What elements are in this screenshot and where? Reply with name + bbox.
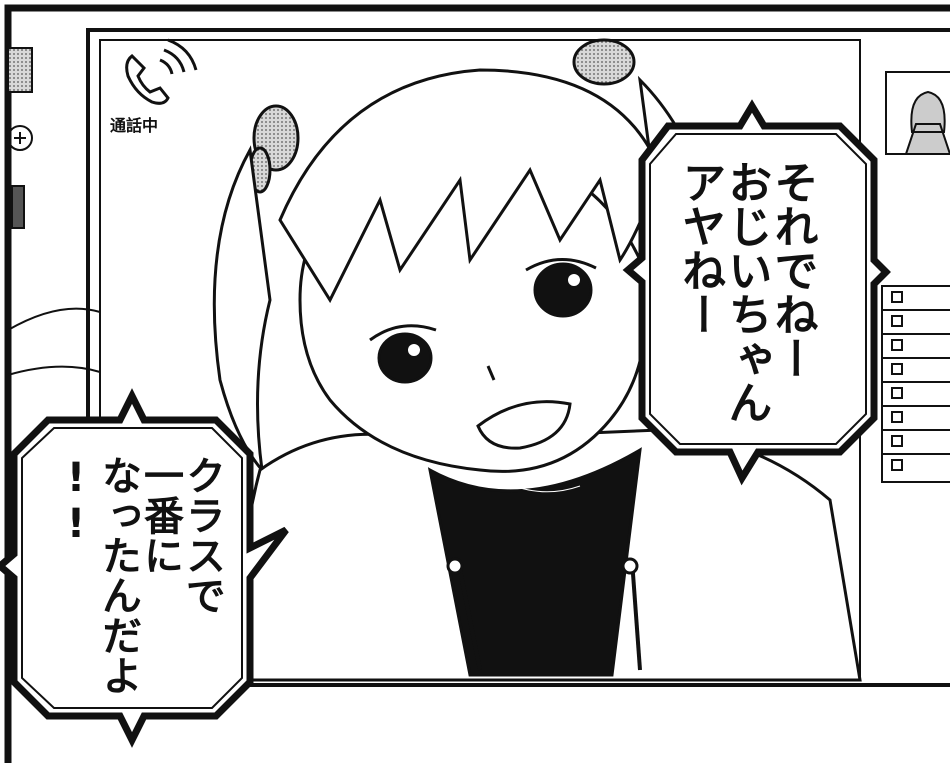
background-wall-items: [7, 47, 101, 376]
speech-bubble-left: [0, 388, 289, 748]
phone-calling-icon: [125, 38, 198, 105]
girl-illustration: [212, 38, 862, 682]
speech-bubble-right: [622, 99, 891, 486]
speech-bubble-right-text: それでねー おじいちゃん アヤねー: [674, 160, 818, 424]
contact-sidebar: [881, 71, 950, 483]
speech-bubble-left-text: クラスで 一番に なったんだよ !!: [53, 455, 225, 695]
avatar-silhouette-icon: [904, 90, 950, 155]
call-status-label: 通話中: [110, 116, 159, 135]
contact-list-rows: [882, 291, 950, 471]
